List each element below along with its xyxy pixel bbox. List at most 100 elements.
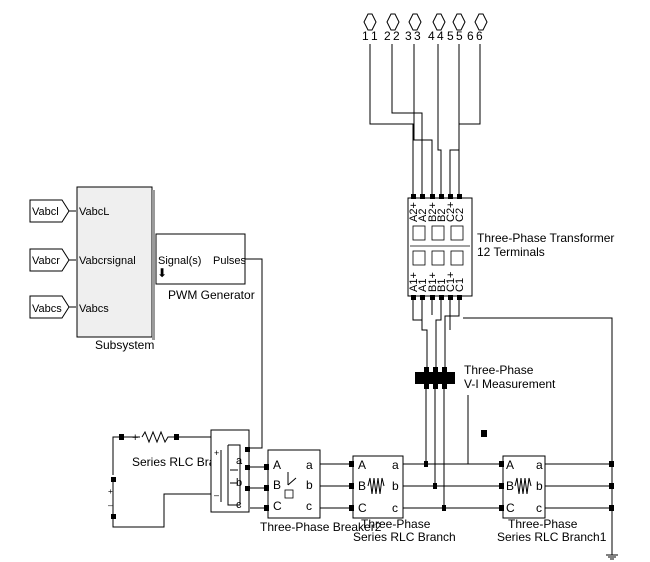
connector-1-label-dup: 1 [371,29,378,43]
breaker-port-a: A [273,458,281,472]
vi-bus-wires [425,389,487,508]
pwm-port-signal: Signal(s) [158,255,201,267]
inverter-port-a: a [236,455,243,467]
arrow-down-icon: ⬇ [157,266,167,280]
series-rlc-1-title: Three-Phase [361,517,431,531]
connector-2-label: 2 [384,29,391,43]
series-rlc-1-port-b: B [358,479,366,493]
transformer-port-a1: A1 [417,279,429,292]
svg-text:+: + [108,487,113,496]
input-vabcr-label: Vabcr [32,255,60,267]
connector-5[interactable]: 5 5 [447,13,466,43]
transformer-windings-icon [410,225,470,266]
transformer-block[interactable]: A2+ A2 B2+ B2 C2+ C2 A1+ A1 B1+ B1 C1+ C… [407,194,473,300]
input-vabcs[interactable]: Vabcs [29,295,70,319]
breaker-port-a-out: a [306,458,313,472]
transformer-port-b2plus: B2+ [427,202,439,222]
series-rlc-1-port-b-out: b [392,479,399,493]
breaker-port-b-out: b [306,478,313,492]
transformer-subtitle: 12 Terminals [477,245,545,259]
transformer-port-c2plus: C2+ [445,202,457,223]
subsystem-port-vabcs: Vabcs [79,303,109,315]
transformer-port-a1plus: A1+ [408,272,420,292]
connector-4-label: 4 [428,29,435,43]
vi-measurement-block[interactable] [415,367,455,389]
breaker-port-b: B [273,478,281,492]
transformer-vi-wires [412,300,613,555]
breaker-block[interactable]: A B C a b c [264,449,321,519]
inverter-block[interactable]: + – a b c [210,429,250,513]
breaker-title: Three-Phase Breaker2 [260,520,382,534]
series-rlc-branch-block[interactable]: + [119,430,179,444]
pwm-generator-block[interactable]: Signal(s) Pulses ⬇ [155,233,247,285]
series-rlc-2-title: Three-Phase [508,517,578,531]
transformer-port-a2plus: A2+ [408,202,420,222]
subsystem-port-vabcr: Vabcrsignal [79,255,136,267]
series-rlc-1-port-c: C [358,501,367,515]
rlc-branch-title: Series RLC Branch [132,455,235,469]
connector-3[interactable]: 3 3 [405,13,422,43]
series-rlc-1-port-a-out: a [392,458,399,472]
series-rlc-2-port-b-out: b [536,479,543,493]
dc-source-block[interactable]: + – [108,477,116,519]
inverter-port-c: c [236,499,242,511]
vi-measurement-subtitle: V-I Measurement [464,377,556,391]
connector-6[interactable]: 6 6 [467,13,488,43]
connector-4[interactable]: 4 4 [428,13,446,43]
input-vabcl[interactable]: Vabcl [29,199,70,223]
series-rlc-2-subtitle: Series RLC Branch1 [497,530,607,544]
series-rlc-2-port-c: C [506,501,515,515]
transformer-title: Three-Phase Transformer [477,231,614,245]
transformer-port-c1: C1 [454,278,466,292]
connector-5-label-dup: 5 [456,29,463,43]
breaker-port-c: C [273,499,282,513]
subsystem-title: Subsystem [95,338,154,352]
transformer-port-b1plus: B1+ [427,272,439,292]
transformer-port-a2: A2 [417,209,429,222]
connector-3-label-dup: 3 [414,29,421,43]
transformer-port-b2: B2 [436,209,448,222]
subsystem-port-vabcl: VabcL [79,206,109,218]
svg-text:–: – [214,490,219,500]
input-vabcl-label: Vabcl [32,206,59,218]
input-vabcs-label: Vabcs [32,303,62,315]
transformer-port-c1plus: C1+ [445,272,457,293]
vi-measurement-title: Three-Phase [464,363,534,377]
pwm-port-pulses: Pulses [213,255,247,267]
input-vabcr[interactable]: Vabcr [29,248,70,272]
connector-3-label: 3 [405,29,412,43]
series-rlc-2-port-a-out: a [536,458,543,472]
connector-1[interactable]: 1 1 [362,13,378,43]
subsystem-block[interactable]: VabcL Vabcrsignal Vabcs [76,186,155,340]
breaker-port-c-out: c [306,499,312,513]
connector-5-label: 5 [447,29,454,43]
connector-2[interactable]: 2 2 [384,13,400,43]
connector-6-label-dup: 6 [476,29,483,43]
coil-icon [367,477,385,495]
connector-wires [369,44,481,196]
svg-text:–: – [108,501,113,510]
ground-icon [606,554,618,560]
connector-group: 1 1 2 2 3 3 4 4 5 5 6 6 [362,13,488,43]
connector-1-label: 1 [362,29,369,43]
transformer-port-b1: B1 [436,279,448,292]
series-rlc-2-port-c-out: c [536,501,542,515]
coil-icon [514,477,532,495]
series-rlc-2-port-b: B [506,479,514,493]
series-rlc-1-port-a: A [358,458,366,472]
connector-2-label-dup: 2 [393,29,400,43]
svg-text:+: + [132,432,138,444]
connector-4-label-dup: 4 [437,29,444,43]
series-rlc-2-port-a: A [506,458,514,472]
switch-icon [284,472,297,499]
pwm-title: PWM Generator [168,288,255,302]
series-rlc-1-subtitle: Series RLC Branch [353,530,456,544]
series-rlc-1-block[interactable]: A B C a b c [349,455,404,519]
transformer-port-c2: C2 [454,208,466,222]
inverter-port-b: b [236,477,242,489]
svg-text:+: + [214,448,219,458]
connector-6-label: 6 [467,29,474,43]
series-rlc-1-port-c-out: c [392,501,398,515]
series-rlc-2-block[interactable]: A B C a b c [499,455,546,519]
